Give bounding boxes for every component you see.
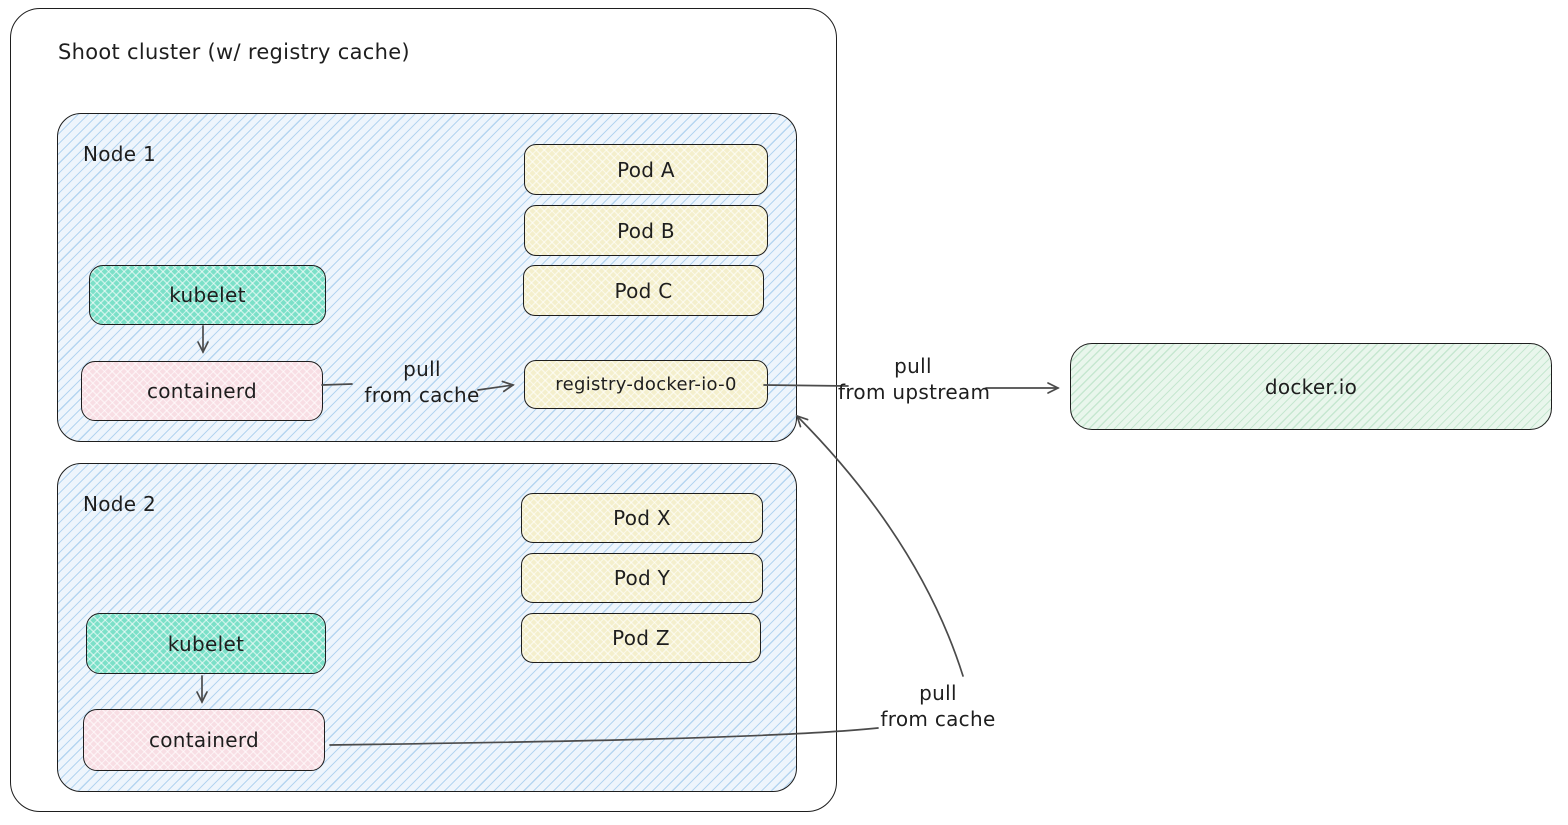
node1-label: Node 1 [83, 142, 157, 166]
pull-from-upstream-label: pull from upstream [838, 353, 991, 405]
node2-kubelet-box: kubelet [86, 613, 326, 674]
label-line: from cache [364, 383, 480, 407]
node2-containerd-box: containerd [83, 709, 325, 771]
label-line: from upstream [838, 380, 991, 404]
node2-label: Node 2 [83, 492, 157, 516]
registry-cache-box: registry-docker-io-0 [524, 360, 768, 409]
label-line: pull [403, 357, 441, 381]
node2-box: Node 2 kubelet containerd Pod X Pod Y Po… [57, 463, 797, 792]
node1-pod-c-box: Pod C [523, 265, 764, 316]
cluster-title: Shoot cluster (w/ registry cache) [58, 40, 410, 64]
node2-pod-x-box: Pod X [521, 493, 763, 543]
node1-containerd-box: containerd [81, 361, 323, 421]
label-line: pull [919, 681, 957, 705]
node1-pod-b-box: Pod B [524, 205, 768, 256]
label-line: pull [894, 354, 932, 378]
node1-kubelet-box: kubelet [89, 265, 326, 325]
label-line: from cache [880, 707, 996, 731]
dockerio-box: docker.io [1070, 343, 1552, 430]
node2-pod-z-box: Pod Z [521, 613, 761, 663]
node2-pull-from-cache-label: pull from cache [868, 680, 1008, 732]
node1-pull-from-cache-label: pull from cache [352, 356, 492, 408]
node2-pod-y-box: Pod Y [521, 553, 763, 603]
node1-box: Node 1 kubelet containerd Pod A Pod B Po… [57, 113, 797, 442]
node1-pod-a-box: Pod A [524, 144, 768, 195]
